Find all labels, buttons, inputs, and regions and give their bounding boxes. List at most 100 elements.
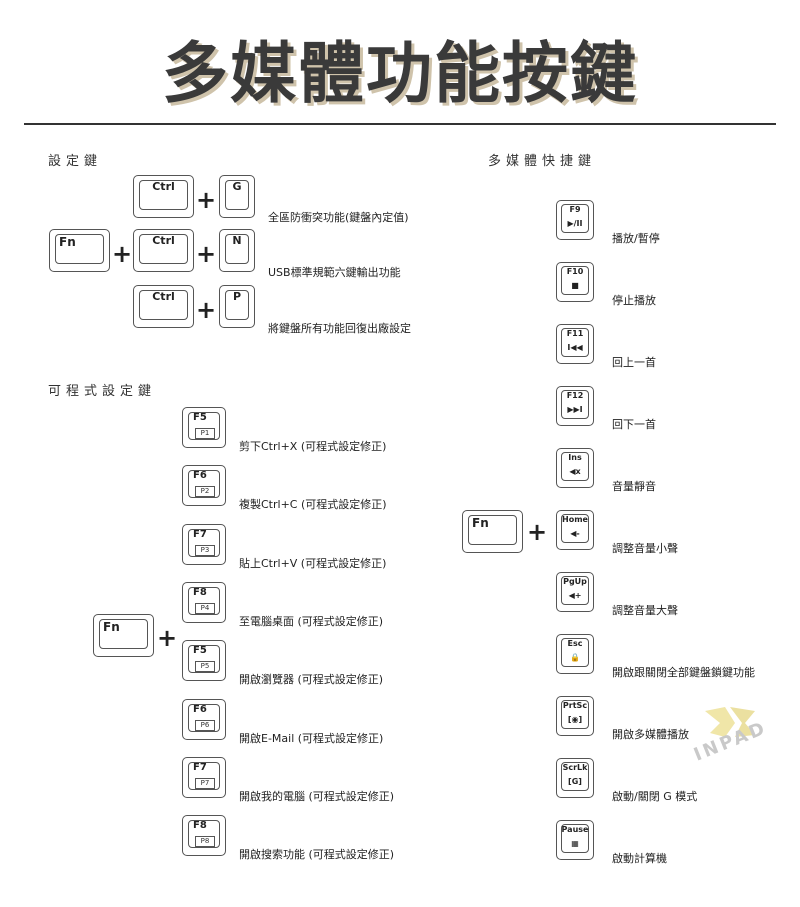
plus-sign: + xyxy=(196,240,217,268)
multimedia-desc-11: 啟動計算機 xyxy=(612,852,667,865)
ctrl-key-label: Ctrl xyxy=(152,180,175,193)
multimedia-key-5: Ins ◀x xyxy=(556,448,594,488)
ctrl-key: Ctrl xyxy=(133,229,194,272)
multimedia-key-symbol-icon: [G] xyxy=(568,777,582,786)
multimedia-key-2: F10■ xyxy=(556,262,594,302)
n-key-label: N xyxy=(232,234,242,247)
multimedia-desc-3: 回上一首 xyxy=(612,356,656,369)
programmable-key-label: F7 xyxy=(193,529,207,540)
programmable-desc-2: 複製Ctrl+C (可程式設定修正) xyxy=(239,498,387,511)
programmable-key-sublabel: P1 xyxy=(195,428,215,439)
multimedia-key-symbol-icon: ◀+ xyxy=(568,591,582,600)
programmable-key-sublabel: P4 xyxy=(195,603,215,614)
programmable-key-label: F6 xyxy=(193,470,207,481)
setting-desc-2: USB標準規範六鍵輸出功能 xyxy=(268,266,401,279)
programmable-section-title: 可程式設定鍵 xyxy=(48,384,157,399)
fn-key-programmable: Fn xyxy=(93,614,154,657)
multimedia-desc-1: 播放/暫停 xyxy=(612,232,660,245)
programmable-key-label: F7 xyxy=(193,762,207,773)
multimedia-desc-2: 停止播放 xyxy=(612,294,656,307)
logo-wing-icon xyxy=(705,707,755,737)
programmable-desc-5: 開啟瀏覽器 (可程式設定修正) xyxy=(239,673,384,686)
programmable-key-sublabel: P6 xyxy=(195,720,215,731)
setting-desc-1: 全區防衝突功能(鍵盤內定值) xyxy=(268,211,409,224)
multimedia-key-label: ScrLk xyxy=(562,763,588,772)
multimedia-key-label: Pause xyxy=(561,825,589,834)
multimedia-key-label: F10 xyxy=(566,267,584,276)
inpad-logo: INPAD xyxy=(680,703,780,783)
settings-section-title: 設定鍵 xyxy=(48,154,103,169)
multimedia-key-label: Home xyxy=(562,515,588,524)
n-key: N xyxy=(219,229,255,272)
title-divider xyxy=(24,123,776,125)
multimedia-key-symbol-icon: ▶▶I xyxy=(567,405,583,414)
programmable-desc-6: 開啟E-Mail (可程式設定修正) xyxy=(239,732,384,745)
programmable-desc-8: 開啟搜索功能 (可程式設定修正) xyxy=(239,848,395,861)
multimedia-key-symbol-icon: ◀x xyxy=(569,467,581,476)
multimedia-key-label: PrtSc xyxy=(562,701,588,710)
fn-key-multimedia: Fn xyxy=(462,510,523,553)
programmable-desc-1: 剪下Ctrl+X (可程式設定修正) xyxy=(239,440,387,453)
multimedia-desc-7: 調整音量大聲 xyxy=(612,604,678,617)
plus-sign: + xyxy=(112,240,133,268)
multimedia-key-9: PrtSc [◉] xyxy=(556,696,594,736)
fn-key-settings: Fn xyxy=(49,229,110,272)
ctrl-key-label: Ctrl xyxy=(152,234,175,247)
multimedia-key-label: F12 xyxy=(566,391,584,400)
multimedia-key-label: Esc xyxy=(567,639,583,648)
programmable-desc-7: 開啟我的電腦 (可程式設定修正) xyxy=(239,790,395,803)
fn-key-label: Fn xyxy=(59,235,76,249)
fn-key-label: Fn xyxy=(103,620,120,634)
multimedia-key-symbol-icon: ▶/II xyxy=(567,219,583,228)
multimedia-key-6: Home ◀- xyxy=(556,510,594,550)
multimedia-key-symbol-icon: [◉] xyxy=(567,715,583,724)
p-key: P xyxy=(219,285,255,328)
plus-sign: + xyxy=(196,186,217,214)
multimedia-key-label: Ins xyxy=(568,453,582,462)
multimedia-key-11: Pause▦ xyxy=(556,820,594,860)
fn-key-label: Fn xyxy=(472,516,489,530)
programmable-key-sublabel: P3 xyxy=(195,545,215,556)
multimedia-desc-9: 開啟多媒體播放 xyxy=(612,728,689,741)
plus-sign: + xyxy=(157,624,178,652)
programmable-key-sublabel: P7 xyxy=(195,778,215,789)
programmable-desc-4: 至電腦桌面 (可程式設定修正) xyxy=(239,615,384,628)
programmable-key-sublabel: P2 xyxy=(195,486,215,497)
multimedia-desc-6: 調整音量小聲 xyxy=(612,542,678,555)
programmable-key-sublabel: P8 xyxy=(195,836,215,847)
multimedia-desc-8: 開啟跟關閉全部鍵盤鎖鍵功能 xyxy=(612,666,755,679)
ctrl-key-label: Ctrl xyxy=(152,290,175,303)
plus-sign: + xyxy=(196,296,217,324)
multimedia-key-symbol-icon: ◀- xyxy=(570,529,580,538)
g-key: G xyxy=(219,175,255,218)
setting-desc-3: 將鍵盤所有功能回復出廠設定 xyxy=(268,322,411,335)
p-key-label: P xyxy=(232,290,242,303)
multimedia-key-label: F11 xyxy=(566,329,584,338)
programmable-key-label: F8 xyxy=(193,587,207,598)
multimedia-desc-10: 啟動/關閉 G 模式 xyxy=(612,790,698,803)
ctrl-key: Ctrl xyxy=(133,175,194,218)
multimedia-key-1: F9 ▶/II xyxy=(556,200,594,240)
page-title: 多媒體功能按鍵 xyxy=(162,35,638,112)
multimedia-desc-4: 回下一首 xyxy=(612,418,656,431)
programmable-key-label: F6 xyxy=(193,704,207,715)
programmable-desc-3: 貼上Ctrl+V (可程式設定修正) xyxy=(239,557,387,570)
multimedia-key-4: F12 ▶▶I xyxy=(556,386,594,426)
g-key-label: G xyxy=(232,180,242,193)
programmable-key-sublabel: P5 xyxy=(195,661,215,672)
programmable-key-label: F8 xyxy=(193,820,207,831)
programmable-key-label: F5 xyxy=(193,645,207,656)
multimedia-key-symbol-icon: I◀◀ xyxy=(567,343,583,352)
multimedia-key-label: F9 xyxy=(569,205,581,214)
multimedia-key-8: Esc🔒 xyxy=(556,634,594,674)
multimedia-desc-5: 音量靜音 xyxy=(612,480,656,493)
